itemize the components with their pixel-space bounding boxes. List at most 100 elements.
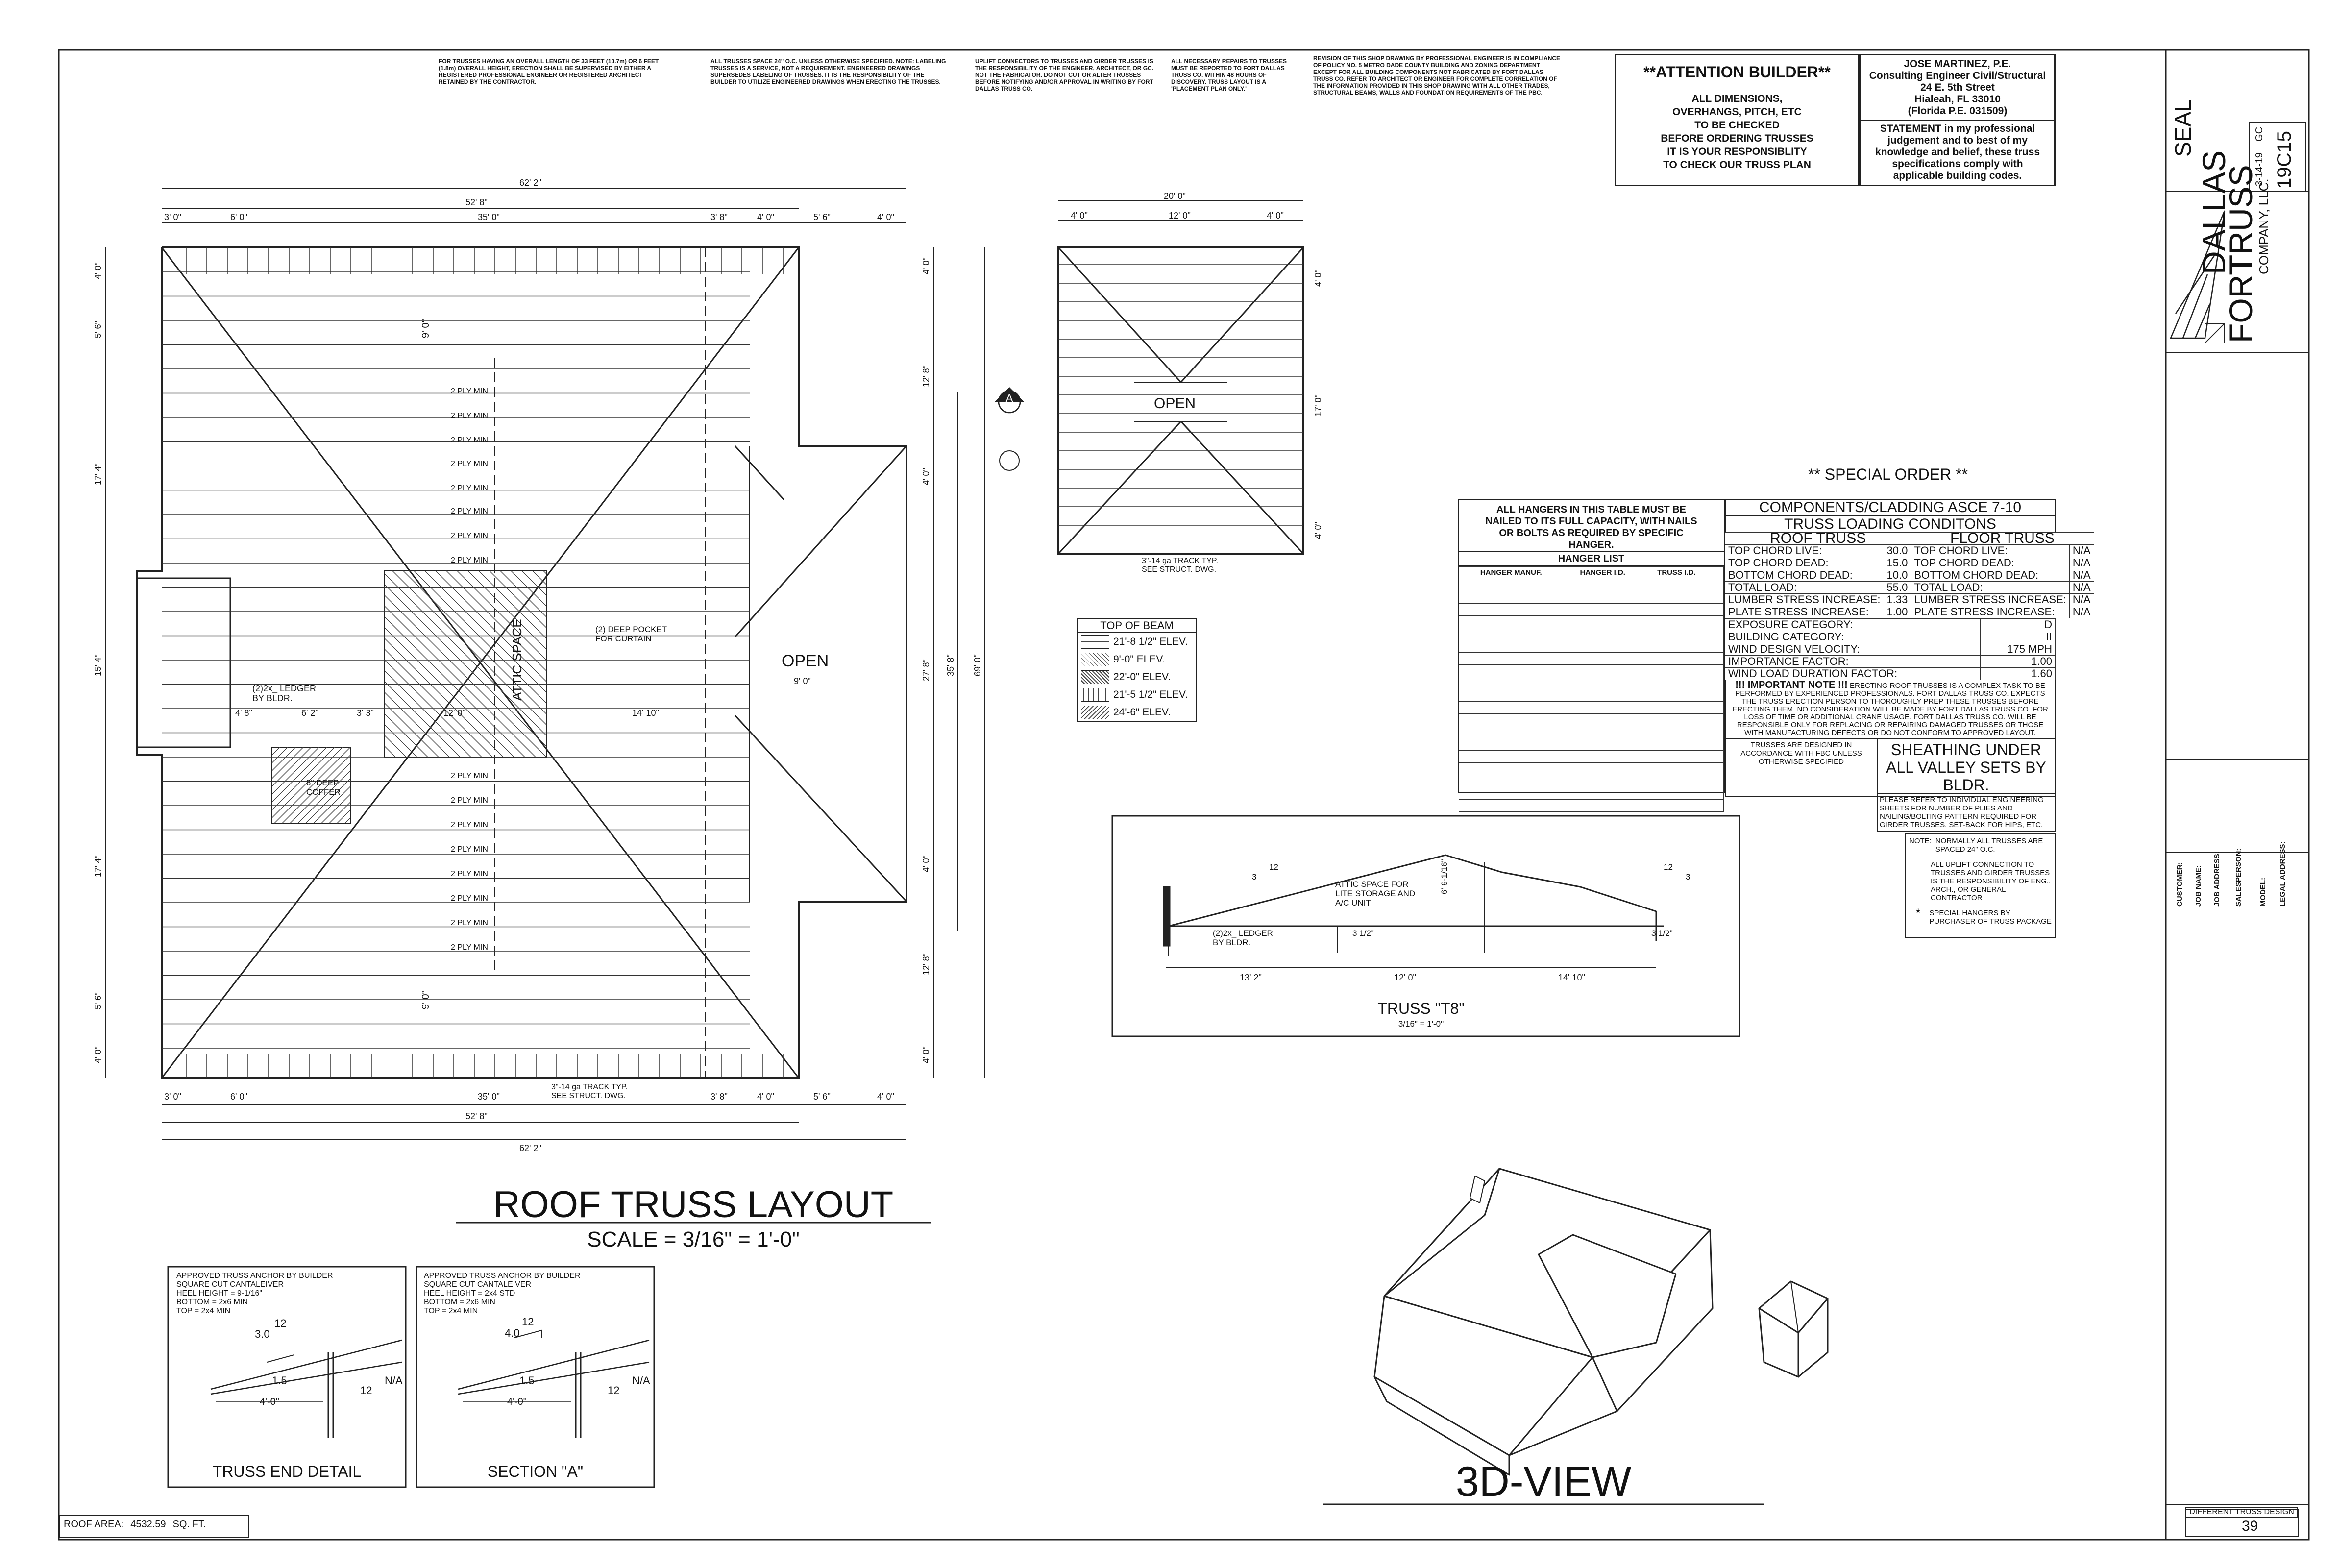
coffer-hatch — [290, 762, 351, 824]
sheet-border — [58, 49, 2310, 1541]
hanger-row — [1458, 738, 1724, 751]
mid-dim: 6' 2" — [301, 708, 318, 718]
attention-line: TO BE CHECKED — [1694, 120, 1780, 131]
hanger-cell — [1642, 726, 1711, 738]
t8-pitch-run-right: 12 — [1664, 862, 1673, 872]
hanger-cell — [1642, 640, 1711, 653]
drawn-by: GC — [2254, 126, 2265, 142]
hanger-cell — [1710, 738, 1724, 751]
loading-cell: N/A — [2069, 569, 2094, 582]
beam-legend-text: 9'-0" ELEV. — [1113, 654, 1165, 665]
end-detail-line: HEEL HEIGHT = 9-1/16" — [176, 1289, 263, 1298]
coffer-hatch — [271, 747, 296, 771]
ply-label: 2 PLY MIN — [451, 796, 488, 805]
loading-extra-row: IMPORTANCE FACTOR:1.00 — [1724, 655, 2056, 668]
loading-extra-label: EXPOSURE CATEGORY: — [1724, 618, 1981, 631]
attention-title: **ATTENTION BUILDER** — [1643, 63, 1831, 81]
hanger-cell — [1563, 689, 1642, 702]
hanger-row — [1458, 677, 1724, 689]
beam-legend-title: TOP OF BEAM — [1078, 619, 1196, 633]
end-detail-pitch-rise: 3.0 — [255, 1328, 270, 1340]
ply-label: 2 PLY MIN — [451, 919, 488, 927]
section-a-line: SQUARE CUT CANTALEIVER — [424, 1280, 532, 1289]
loading-extra-value: 1.00 — [1980, 655, 2056, 668]
sheet-number: 39 — [2242, 1518, 2258, 1534]
loading-cell: TOP CHORD DEAD: — [1725, 557, 1884, 569]
loading-extra-label: WIND LOAD DURATION FACTOR: — [1724, 667, 1981, 680]
hanger-cell — [1710, 762, 1724, 775]
hanger-cell — [1563, 603, 1642, 616]
loading-cell: 1.33 — [1883, 593, 1911, 606]
roof-area-label: ROOF AREA: — [64, 1519, 124, 1530]
hanger-cell — [1710, 615, 1724, 628]
loading-extra-row: EXPOSURE CATEGORY:D — [1724, 618, 2056, 631]
beam-legend: TOP OF BEAM 21'-8 1/2" ELEV. 9'-0" ELEV. 2… — [1077, 618, 1197, 722]
ledger-note: (2)2x_ LEDGER BY BLDR. — [252, 684, 317, 703]
beam-swatch — [1081, 635, 1109, 649]
statement-line: knowledge and belief, these truss — [1875, 147, 2040, 158]
loading-cell: 1.00 — [1883, 606, 1911, 618]
attention-builder-box: **ATTENTION BUILDER** ALL DIMENSIONS, OV… — [1615, 54, 1860, 186]
dim-left-segment: 4' 0" — [93, 262, 103, 279]
beam-legend-text: 22'-0" ELEV. — [1113, 671, 1171, 683]
loading-extra-label: WIND DESIGN VELOCITY: — [1724, 643, 1981, 656]
dim-left-segment: 4' 0" — [93, 1046, 103, 1063]
hanger-row — [1458, 579, 1724, 591]
small-open-label: OPEN — [1154, 395, 1196, 412]
beam-hatch — [384, 713, 428, 758]
end-detail-line: BOTTOM = 2x6 MIN — [176, 1298, 248, 1306]
small-dim-right: 4' 0" — [1313, 270, 1323, 287]
coffer-hatch — [271, 747, 335, 810]
hanger-cell — [1458, 579, 1564, 591]
dim-top-segment: 4' 0" — [757, 212, 774, 222]
label-salesperson: SALESPERSON: — [2234, 848, 2243, 906]
beam-hatch — [384, 735, 407, 758]
dim-bottom-segment: 4' 0" — [757, 1092, 774, 1102]
hanger-cell — [1642, 787, 1711, 800]
attention-line: IT IS YOUR RESPONSIBLITY — [1667, 146, 1807, 157]
t8-offset-1: 3 1/2" — [1352, 929, 1374, 938]
loading-cell: PLATE STRESS INCREASE: — [1911, 606, 2070, 618]
beam-hatch — [521, 570, 547, 596]
hanger-cell — [1642, 652, 1711, 665]
beam-hatch — [543, 570, 547, 574]
beam-hatch — [384, 660, 482, 758]
beam-swatch — [1081, 653, 1109, 666]
coffer-hatch — [321, 794, 351, 824]
attention-line: TO CHECK OUR TRUSS PLAN — [1663, 159, 1811, 171]
fbc-note: TRUSSES ARE DESIGNED IN ACCORDANCE WITH … — [1726, 739, 1878, 796]
dim-bottom-segment: 3' 0" — [164, 1092, 181, 1102]
section-a-line: APPROVED TRUSS ANCHOR BY BUILDER — [424, 1272, 581, 1280]
hanger-cell — [1458, 628, 1564, 640]
hanger-cell — [1563, 652, 1642, 665]
dim-top-segment: 3' 0" — [164, 212, 181, 222]
hanger-cell — [1458, 713, 1564, 726]
dim-bottom-segment: 5' 6" — [813, 1092, 831, 1102]
hanger-list-title: HANGER LIST — [1459, 551, 1724, 566]
loading-cell: TOTAL LOAD: — [1725, 581, 1884, 594]
hanger-grid: HANGER MANUF. HANGER I.D. TRUSS I.D. — [1458, 566, 1724, 812]
end-detail-run-12: 12 — [360, 1384, 372, 1396]
coffer-hatch — [271, 747, 343, 818]
hanger-row — [1458, 652, 1724, 665]
coffer-hatch — [282, 755, 351, 824]
hanger-cell — [1458, 738, 1564, 751]
hanger-cell — [1642, 664, 1711, 677]
beam-hatch — [467, 570, 547, 650]
section-tag: A — [1005, 392, 1013, 404]
hanger-cell — [1563, 775, 1642, 787]
ply-label: 2 PLY MIN — [451, 821, 488, 829]
dim-right-segment: 35' 8" — [946, 654, 956, 676]
hanger-cell — [1710, 787, 1724, 800]
coffer-hatch — [271, 747, 288, 763]
section-a-na: N/A — [632, 1374, 650, 1387]
track-note: 3"-14 ga TRACK TYP. SEE STRUCT. DWG. — [551, 1083, 628, 1100]
loading-cell: TOTAL LOAD: — [1911, 581, 2070, 594]
top-note-3: UPLIFT CONNECTORS TO TRUSSES AND GIRDER … — [975, 58, 1154, 92]
3d-view-title: 3D-VIEW — [1455, 1458, 1632, 1505]
dim-right-segment: 4' 0" — [921, 855, 931, 872]
beam-legend-text: 21'-8 1/2" ELEV. — [1113, 636, 1188, 647]
beam-hatch — [384, 606, 536, 758]
